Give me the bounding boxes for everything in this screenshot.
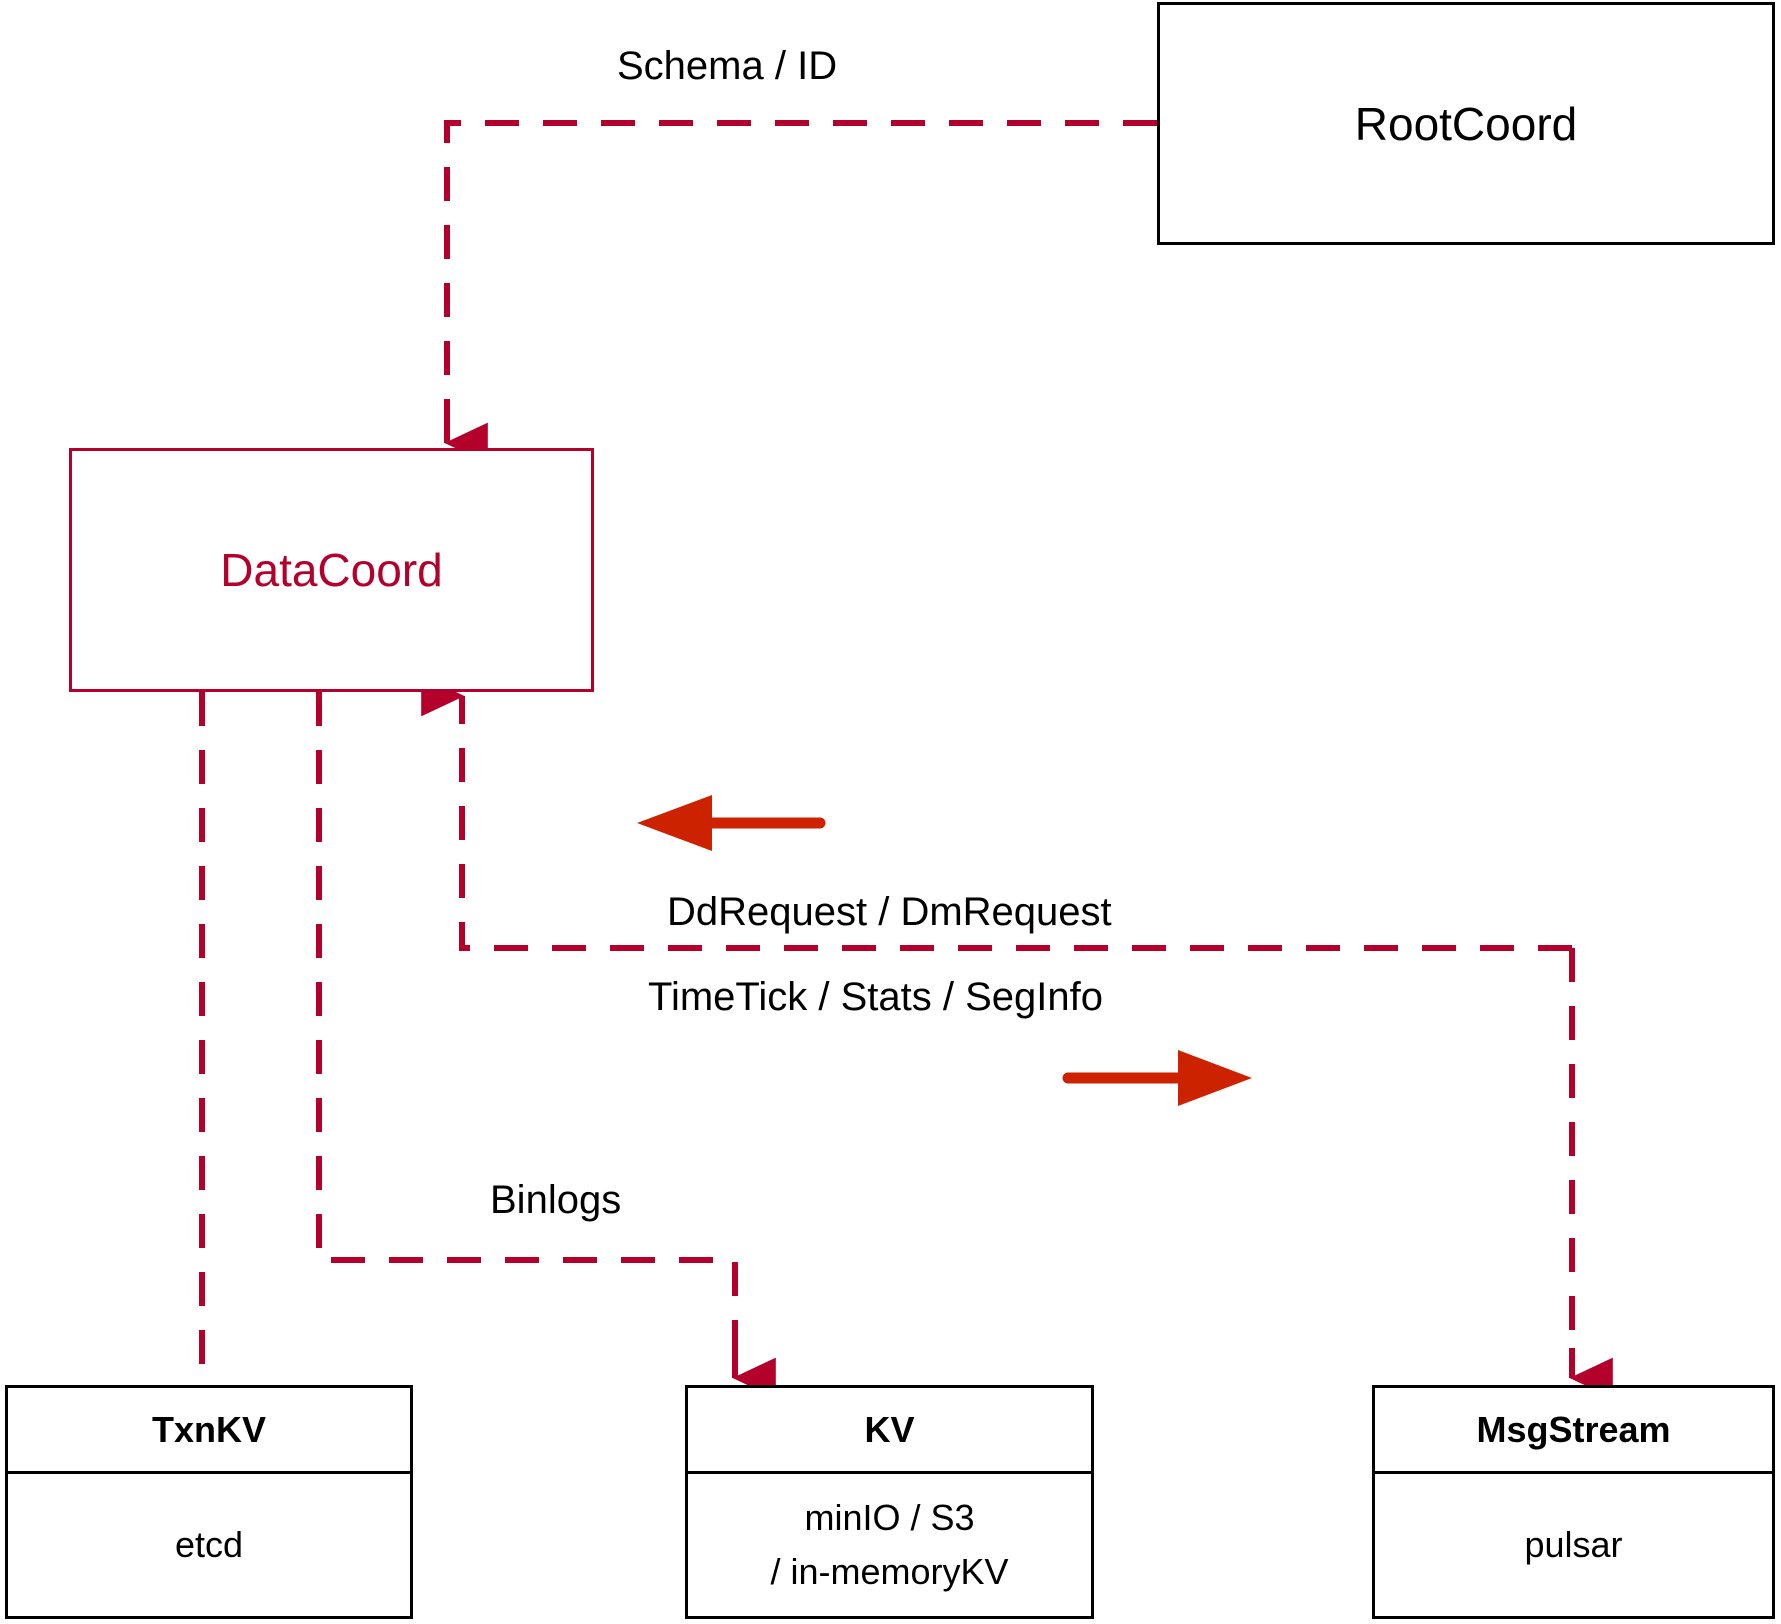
kv-impl-line1: minIO / S3 bbox=[804, 1497, 975, 1538]
kv-title: KV bbox=[688, 1388, 1091, 1474]
direction-arrow-right bbox=[1062, 1050, 1252, 1106]
txnkv-body: etcd bbox=[8, 1474, 410, 1616]
edge-label-schema-id: Schema / ID bbox=[617, 44, 838, 88]
txnkv-impl-line1: etcd bbox=[174, 1524, 244, 1565]
node-rootcoord[interactable]: RootCoord bbox=[1157, 2, 1775, 245]
edge-label-timetick-stats-seginfo: TimeTick / Stats / SegInfo bbox=[648, 975, 1103, 1019]
txnkv-title: TxnKV bbox=[8, 1388, 410, 1474]
datacoord-title: DataCoord bbox=[220, 544, 443, 596]
edge-schema-id bbox=[444, 120, 1157, 464]
msgstream-title: MsgStream bbox=[1375, 1388, 1772, 1474]
rootcoord-title: RootCoord bbox=[1354, 97, 1578, 150]
kv-impl-line2: / in-memoryKV bbox=[770, 1551, 1009, 1592]
msgstream-impl-line1: pulsar bbox=[1524, 1524, 1623, 1565]
node-datacoord[interactable]: DataCoord bbox=[69, 448, 594, 692]
msgstream-body: pulsar bbox=[1375, 1474, 1772, 1616]
edge-binlogs bbox=[316, 692, 776, 1399]
edge-label-dd-dm-request: DdRequest / DmRequest bbox=[667, 890, 1112, 934]
direction-arrow-left bbox=[637, 795, 826, 851]
node-msgstream[interactable]: MsgStream pulsar bbox=[1372, 1385, 1775, 1619]
node-kv[interactable]: KV minIO / S3 / in-memoryKV bbox=[685, 1385, 1094, 1619]
node-txnkv[interactable]: TxnKV etcd bbox=[5, 1385, 413, 1619]
edge-label-binlogs: Binlogs bbox=[490, 1178, 622, 1222]
kv-body: minIO / S3 / in-memoryKV bbox=[688, 1474, 1091, 1616]
